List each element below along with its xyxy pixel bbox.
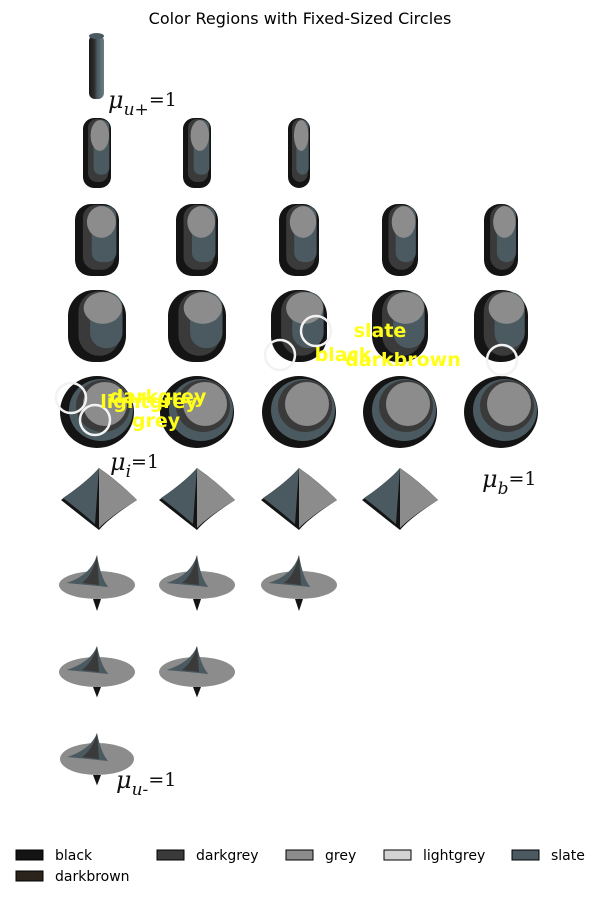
shape-spinner bbox=[159, 555, 235, 611]
annotation-darkgrey: darkgrey bbox=[110, 386, 207, 408]
label-mu-i: μi=1 bbox=[110, 448, 159, 482]
label-mu-u-minus: μu-=1 bbox=[116, 766, 176, 800]
legend-swatch-grey bbox=[285, 849, 314, 861]
legend-swatch-darkgrey bbox=[156, 849, 185, 861]
shape-capsule bbox=[474, 290, 528, 362]
shape-spinner bbox=[159, 646, 235, 698]
shape-spinner bbox=[261, 555, 337, 611]
annotation-lightgrey: lightgrey bbox=[100, 391, 198, 413]
legend-label-lightgrey: lightgrey bbox=[423, 848, 485, 864]
shape-capsule bbox=[75, 204, 119, 276]
shape-spinner bbox=[59, 555, 135, 611]
legend-label-grey: grey bbox=[325, 848, 356, 864]
shape-capsule bbox=[68, 290, 126, 362]
annotation-slate: slate bbox=[354, 320, 407, 342]
shape-blob bbox=[262, 376, 336, 448]
shape-blob bbox=[363, 376, 437, 448]
circle-marker bbox=[54, 381, 88, 415]
shape-diamond bbox=[61, 468, 137, 530]
legend-label-black: black bbox=[55, 848, 93, 864]
circle-marker bbox=[299, 314, 333, 348]
circles bbox=[54, 314, 519, 437]
shape-diamond bbox=[159, 468, 235, 530]
circle-marker bbox=[485, 343, 519, 377]
shape-diamond bbox=[261, 468, 337, 530]
shape-capsule bbox=[382, 204, 418, 276]
legend-swatch-slate bbox=[511, 849, 540, 861]
legend-label-darkbrown: darkbrown bbox=[55, 869, 130, 885]
annotation-grey: grey bbox=[132, 410, 181, 432]
circle-marker bbox=[78, 403, 112, 437]
shape-capsule bbox=[372, 290, 428, 362]
legend-label-slate: slate bbox=[551, 848, 585, 864]
shape-capsule bbox=[288, 118, 310, 188]
shape-capsule bbox=[168, 290, 226, 362]
shape-capsule bbox=[484, 204, 518, 276]
shape-capsule bbox=[183, 118, 211, 188]
legend-label-darkgrey: darkgrey bbox=[196, 848, 259, 864]
label-mu-u-plus: μu+=1 bbox=[108, 86, 177, 120]
shape-capsule bbox=[83, 118, 111, 188]
shape-blob bbox=[160, 376, 234, 448]
shape-spinner bbox=[60, 733, 134, 786]
shape-capsule bbox=[279, 204, 319, 276]
annotation-darkbrown: darkbrown bbox=[345, 349, 461, 371]
legend-swatch-black bbox=[15, 849, 44, 861]
circle-marker bbox=[263, 338, 297, 372]
shape-cylinder bbox=[89, 33, 104, 99]
shape-diamond bbox=[362, 468, 438, 530]
legend-swatch-darkbrown bbox=[15, 870, 44, 882]
annotation-black: black bbox=[315, 344, 372, 366]
chart-title: Color Regions with Fixed-Sized Circles bbox=[149, 9, 452, 28]
shape-spinner bbox=[59, 646, 135, 698]
label-mu-b: μb=1 bbox=[482, 465, 537, 499]
legend-swatch-lightgrey bbox=[383, 849, 412, 861]
shape-capsule bbox=[176, 204, 218, 276]
shape-blob bbox=[464, 376, 538, 448]
legend: black darkgrey grey lightgrey slate dark… bbox=[15, 848, 585, 885]
